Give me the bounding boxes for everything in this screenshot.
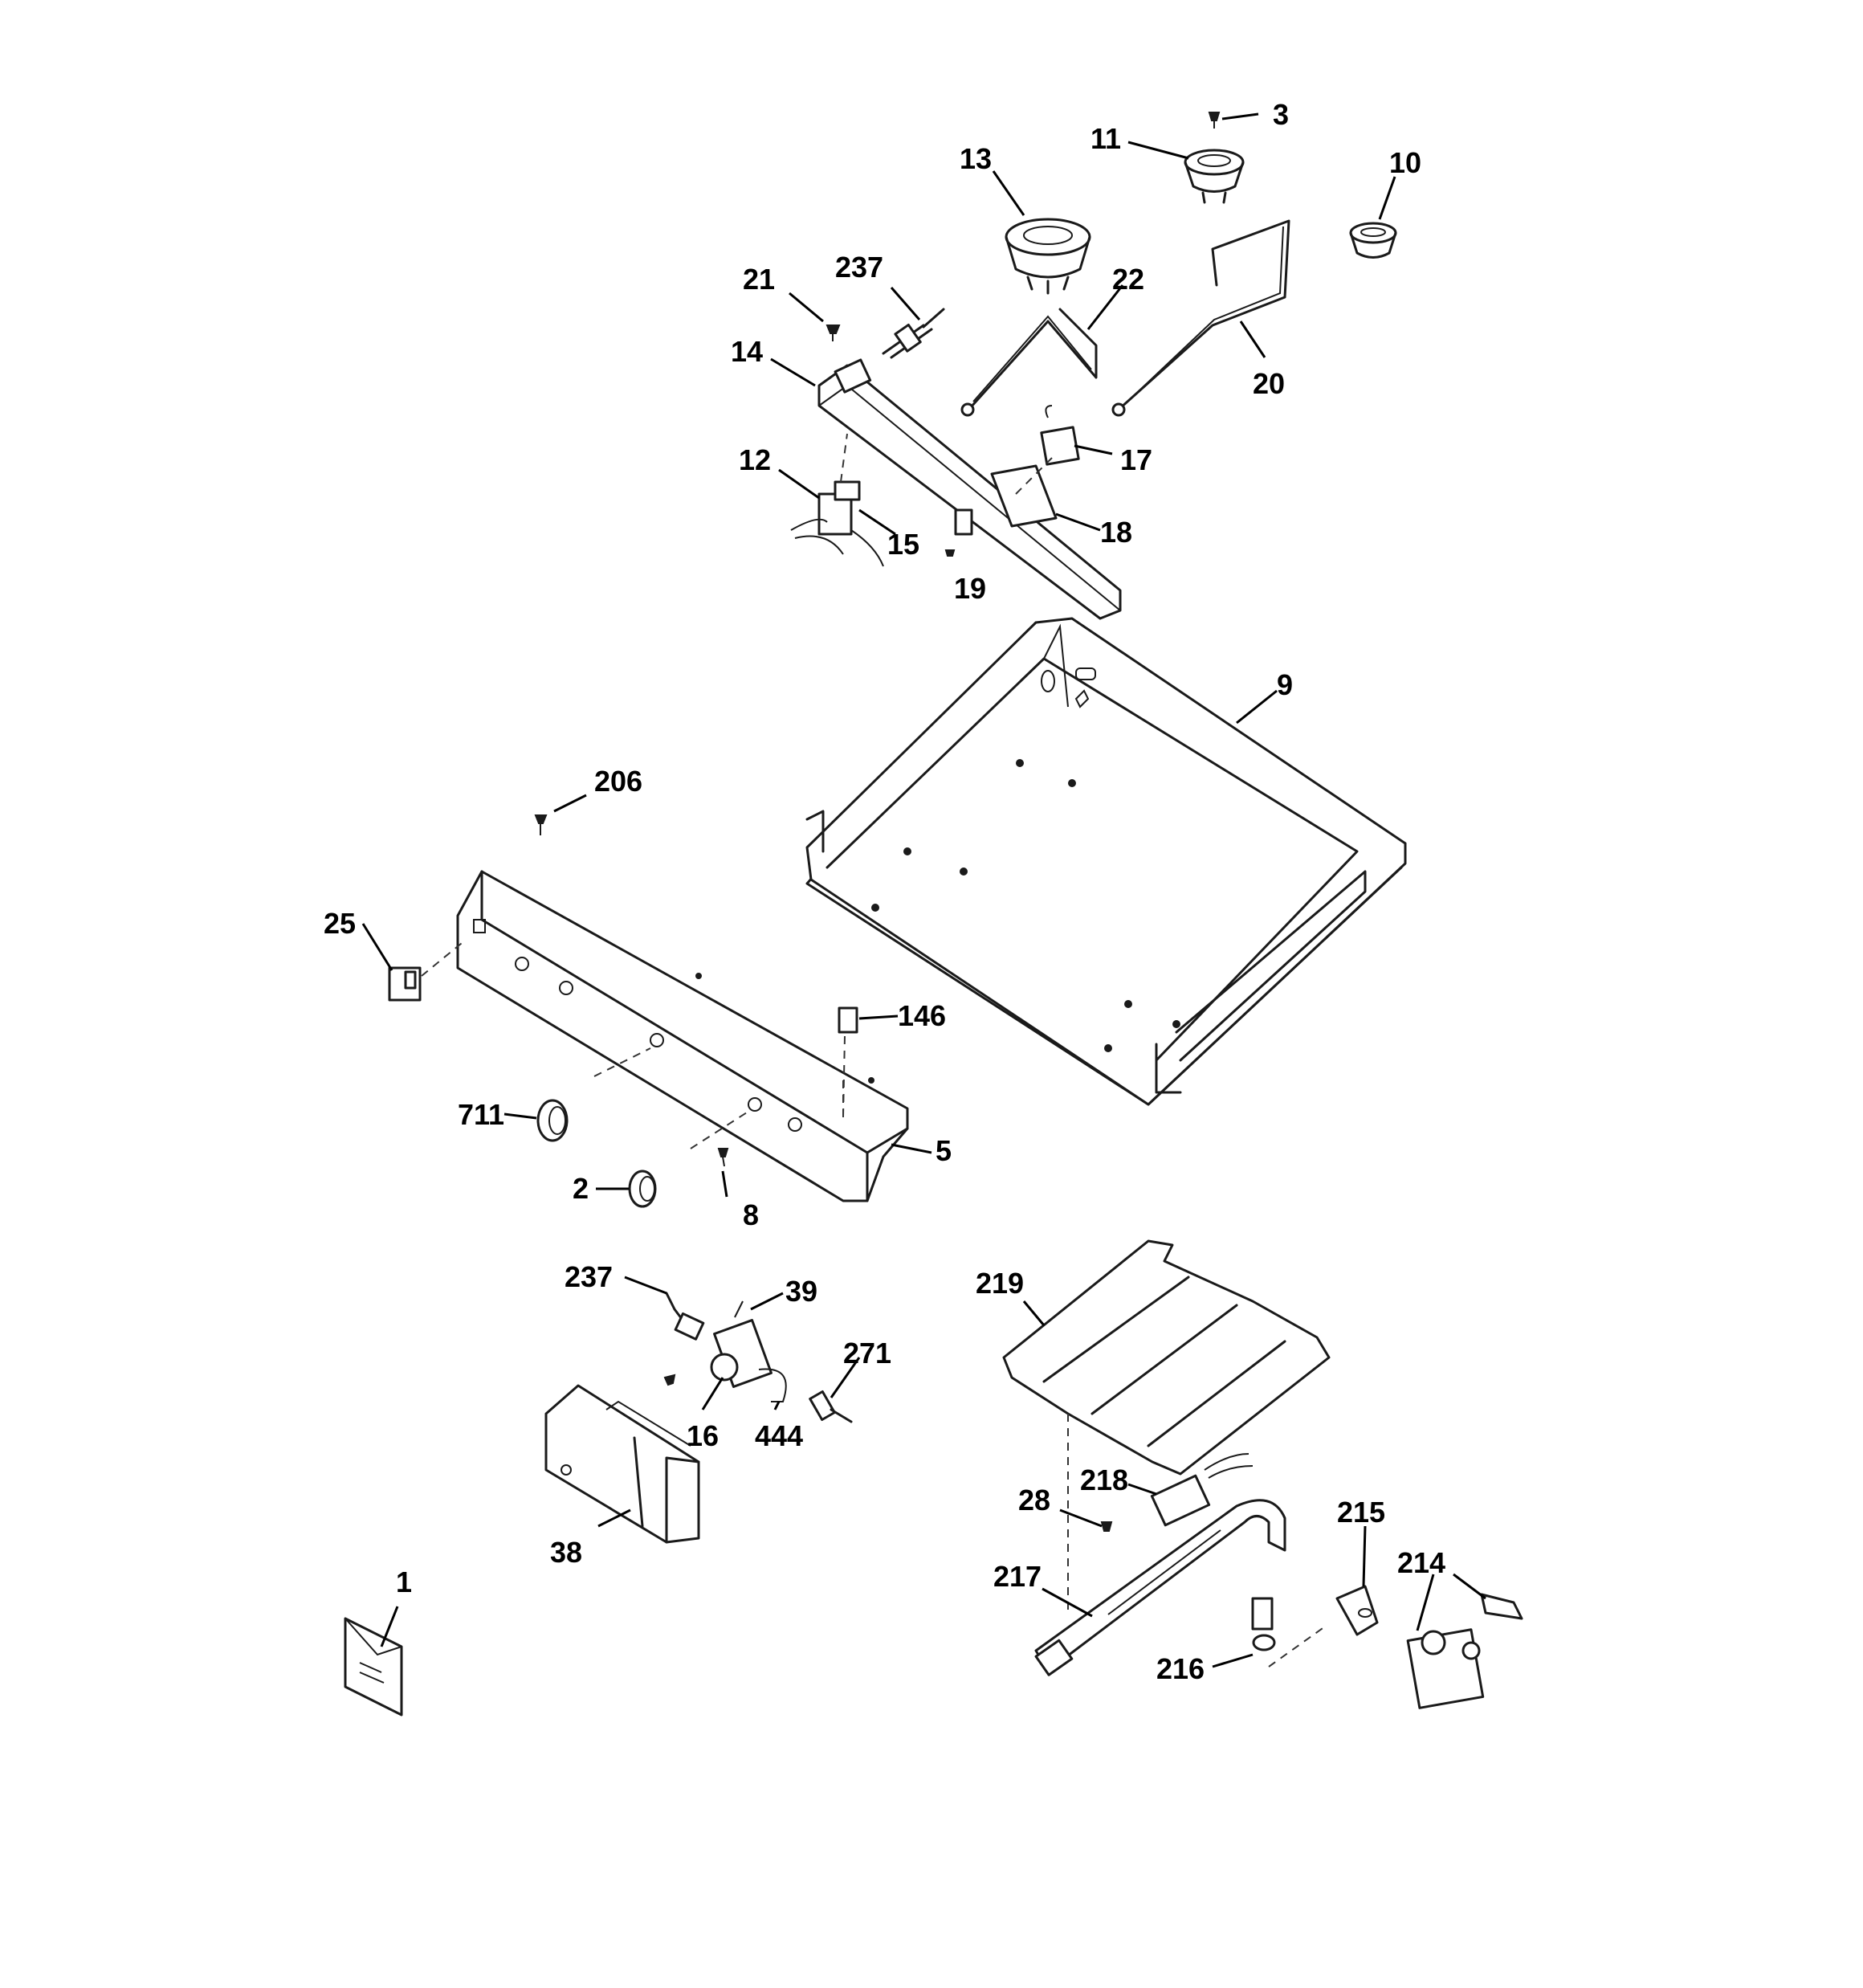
callout-146: 146 bbox=[898, 999, 946, 1032]
valve-12-15 bbox=[790, 433, 884, 567]
burner-head-11 bbox=[1184, 149, 1245, 204]
clip-146 bbox=[838, 1006, 858, 1117]
screw-16 bbox=[663, 1374, 676, 1386]
screw-8 bbox=[717, 1148, 729, 1167]
manifold-14 bbox=[817, 358, 1122, 620]
tube-22 bbox=[960, 308, 1098, 417]
orifice-237-top bbox=[882, 308, 945, 359]
callout-14: 14 bbox=[731, 335, 763, 368]
callout-labels: 3 11 13 10 21 237 22 14 20 12 17 15 18 1… bbox=[324, 98, 1445, 1685]
callout-215: 215 bbox=[1337, 1496, 1385, 1529]
callout-2: 2 bbox=[573, 1172, 589, 1205]
callout-206: 206 bbox=[594, 765, 642, 798]
orifice-237-lower bbox=[665, 1292, 705, 1341]
callout-25: 25 bbox=[324, 907, 356, 940]
callout-216: 216 bbox=[1156, 1652, 1205, 1685]
callout-13: 13 bbox=[960, 142, 992, 175]
callout-9: 9 bbox=[1277, 668, 1293, 701]
callout-214: 214 bbox=[1397, 1546, 1445, 1579]
shield-38 bbox=[544, 1384, 700, 1544]
callout-28: 28 bbox=[1018, 1484, 1050, 1517]
callout-237-top: 237 bbox=[835, 251, 883, 284]
callout-10: 10 bbox=[1389, 146, 1421, 179]
screw-21 bbox=[826, 325, 841, 341]
valve-214 bbox=[1406, 1593, 1523, 1709]
burner-head-13 bbox=[1005, 218, 1091, 295]
callout-237-lower: 237 bbox=[565, 1260, 613, 1293]
callout-8: 8 bbox=[743, 1198, 759, 1231]
callout-218: 218 bbox=[1080, 1463, 1128, 1496]
broil-burner-217 bbox=[1034, 1499, 1286, 1676]
burner-head-10 bbox=[1349, 222, 1397, 259]
switch-25 bbox=[388, 939, 467, 1002]
knob-711 bbox=[536, 1099, 569, 1142]
callout-20: 20 bbox=[1253, 367, 1285, 400]
callout-16: 16 bbox=[687, 1419, 719, 1452]
instruction-card-1 bbox=[344, 1617, 403, 1717]
callout-444: 444 bbox=[755, 1419, 803, 1452]
callout-1: 1 bbox=[396, 1565, 412, 1598]
callout-21: 21 bbox=[743, 263, 775, 296]
callout-711: 711 bbox=[458, 1098, 504, 1131]
screw-19 bbox=[944, 508, 973, 557]
callout-217: 217 bbox=[993, 1560, 1042, 1593]
screw-28 bbox=[1100, 1521, 1113, 1532]
callout-19: 19 bbox=[954, 572, 986, 605]
knob-2 bbox=[628, 1170, 657, 1208]
callout-5: 5 bbox=[936, 1134, 952, 1167]
callout-12: 12 bbox=[739, 443, 771, 476]
orifice-271 bbox=[809, 1390, 853, 1423]
callout-38: 38 bbox=[550, 1536, 582, 1569]
callout-11: 11 bbox=[1090, 122, 1121, 155]
callout-271: 271 bbox=[843, 1337, 891, 1370]
bracket-17 bbox=[1040, 405, 1080, 466]
tube-20 bbox=[1111, 219, 1290, 417]
control-panel-5 bbox=[456, 870, 909, 1202]
callout-18: 18 bbox=[1100, 516, 1132, 549]
callout-17: 17 bbox=[1120, 443, 1152, 476]
bracket-215 bbox=[1335, 1585, 1379, 1636]
callout-39: 39 bbox=[785, 1275, 817, 1308]
callout-15: 15 bbox=[887, 528, 919, 561]
callout-219: 219 bbox=[976, 1267, 1024, 1300]
leader-lines bbox=[361, 112, 1486, 1668]
bracket-18 bbox=[990, 457, 1058, 528]
baffle-219 bbox=[1002, 1239, 1331, 1614]
callout-22: 22 bbox=[1112, 263, 1144, 296]
nut-216 bbox=[1251, 1597, 1326, 1668]
valve-39 bbox=[710, 1300, 787, 1402]
screw-3 bbox=[1208, 112, 1221, 129]
igniter-218 bbox=[1150, 1453, 1254, 1527]
screw-206 bbox=[534, 814, 548, 835]
burner-box-9 bbox=[805, 617, 1407, 1106]
callout-3: 3 bbox=[1273, 98, 1289, 131]
